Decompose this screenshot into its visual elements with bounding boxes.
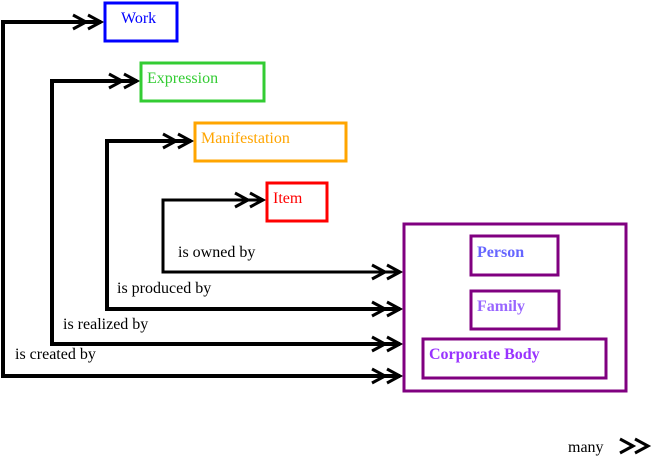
agents-group-box	[402, 222, 628, 393]
double-arrowhead-icon	[386, 335, 404, 353]
double-arrowhead-icon	[177, 132, 195, 150]
manifestation-label: Manifestation	[201, 130, 290, 147]
person-label: Person	[477, 244, 524, 261]
family-box	[469, 289, 561, 331]
legend-many-label: many	[568, 439, 604, 456]
double-arrowhead-icon	[371, 300, 389, 318]
double-arrowhead-icon	[87, 13, 105, 31]
work-created-connector	[1, 20, 400, 378]
double-arrowhead-icon	[108, 72, 126, 90]
double-arrowhead-icon	[386, 300, 404, 318]
is-owned-by-label: is owned by	[178, 244, 255, 261]
double-arrowhead-icon	[619, 437, 637, 455]
connectors	[1, 13, 404, 385]
item-box	[265, 181, 329, 223]
double-arrowhead-icon	[634, 437, 652, 455]
expression-box	[139, 61, 266, 103]
item-owned-connector	[161, 198, 400, 274]
double-arrowhead-icon	[386, 367, 404, 385]
legend-double-arrow-icon	[619, 437, 652, 455]
manifestation-box	[193, 121, 348, 163]
manifestation-produced-connector	[105, 139, 400, 311]
double-arrowhead-icon	[371, 335, 389, 353]
double-arrowhead-icon	[371, 367, 389, 385]
double-arrowhead-icon	[371, 263, 389, 281]
expression-realized-connector	[50, 79, 400, 346]
double-arrowhead-icon	[162, 132, 180, 150]
work-box	[103, 1, 179, 43]
work-label: Work	[121, 10, 156, 27]
corporate-body-box	[421, 337, 608, 380]
is-realized-by-label: is realized by	[63, 316, 148, 333]
item-label: Item	[273, 190, 303, 207]
double-arrowhead-icon	[386, 263, 404, 281]
family-label: Family	[477, 298, 525, 315]
corporate-body-label: Corporate Body	[429, 346, 540, 363]
double-arrowhead-icon	[249, 191, 267, 209]
is-created-by-label: is created by	[15, 346, 96, 363]
double-arrowhead-icon	[123, 72, 141, 90]
is-produced-by-label: is produced by	[117, 280, 211, 297]
expression-label: Expression	[147, 70, 218, 87]
double-arrowhead-icon	[72, 13, 90, 31]
person-box	[469, 234, 560, 277]
double-arrowhead-icon	[234, 191, 252, 209]
